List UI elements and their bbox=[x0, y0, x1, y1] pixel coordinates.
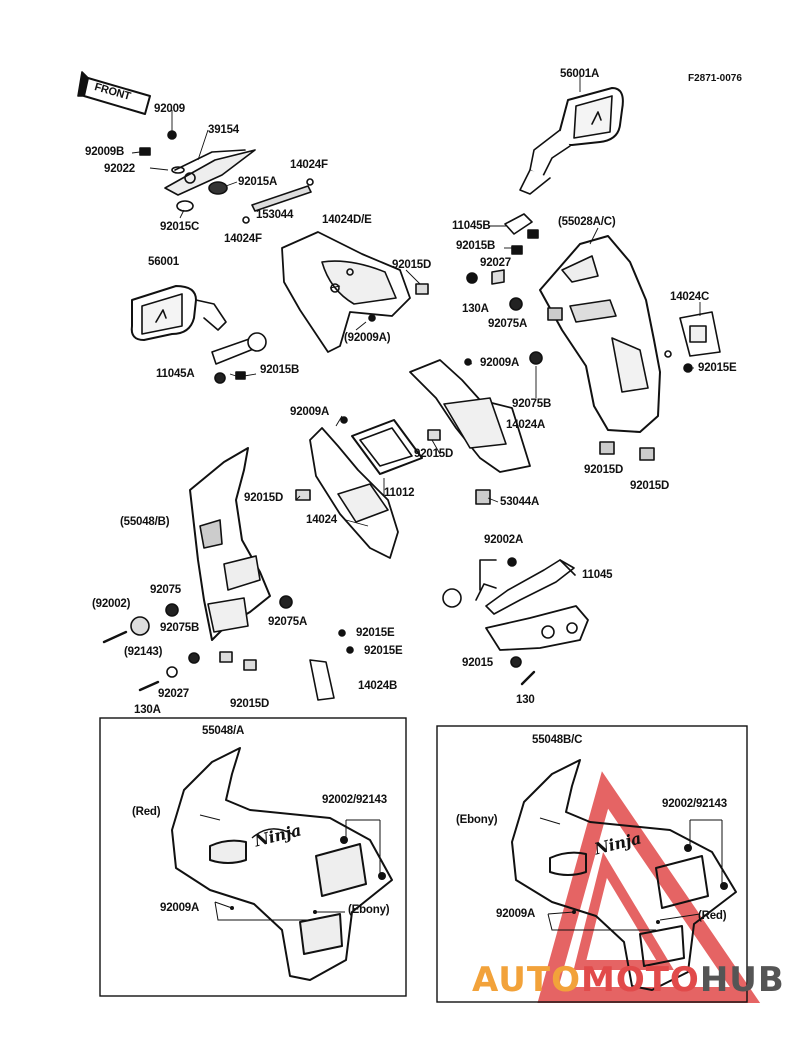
callout-92075: 92075 bbox=[150, 584, 181, 596]
callout-92015D: 92015D bbox=[392, 259, 432, 271]
callout-14024F-top: 14024F bbox=[290, 159, 328, 171]
callout-92015B-right: 92015B bbox=[456, 240, 496, 252]
callout-92027-left: 92027 bbox=[158, 688, 189, 700]
callout-92027-right: 92027 bbox=[480, 257, 511, 269]
callout-56001A: 56001A bbox=[560, 68, 600, 80]
callout-55028AC: (55028A/C) bbox=[558, 216, 616, 228]
callout-92009A-left-box: 92009A bbox=[160, 902, 200, 914]
diagram-code: F2871-0076 bbox=[688, 73, 742, 84]
callout-14024F-bottom: 14024F bbox=[224, 233, 262, 245]
detail-box-left bbox=[99, 717, 407, 997]
watermark-text: AUTOMOTOHUB bbox=[472, 960, 785, 1000]
callout-153044: 153044 bbox=[256, 209, 294, 221]
callout-14024: 14024 bbox=[306, 514, 337, 526]
callout-92015E-1: 92015E bbox=[356, 627, 395, 639]
callout-92002-92143-right: 92002/92143 bbox=[662, 798, 727, 810]
callout-92075A-right: 92075A bbox=[488, 318, 528, 330]
callout-red-left: (Red) bbox=[132, 806, 161, 818]
callout-red-right: (Red) bbox=[698, 910, 727, 922]
callout-92015D-mid: 92015D bbox=[414, 448, 454, 460]
callout-92015E-2: 92015E bbox=[364, 645, 403, 657]
callout-92009: 92009 bbox=[154, 103, 185, 115]
callout-39154: 39154 bbox=[208, 124, 239, 136]
callout-55048A: 55048/A bbox=[202, 725, 245, 737]
callout-14024B: 14024B bbox=[358, 680, 398, 692]
callout-130A-left: 130A bbox=[134, 704, 161, 716]
callout-ebony-right: (Ebony) bbox=[456, 814, 498, 826]
callout-92009B: 92009B bbox=[85, 146, 125, 158]
callout-55048B: (55048/B) bbox=[120, 516, 170, 528]
callout-92015D-r1: 92015D bbox=[584, 464, 624, 476]
fairing-55048A bbox=[171, 747, 393, 981]
callout-92015D-r2: 92015D bbox=[630, 480, 670, 492]
callout-14024A: 14024A bbox=[506, 419, 546, 431]
watermark-moto: MOTO bbox=[580, 960, 700, 1000]
callout-92143-paren: (92143) bbox=[124, 646, 163, 658]
watermark-auto: AUTO bbox=[472, 960, 581, 1000]
front-arrow-icon bbox=[77, 71, 151, 115]
callout-92015B-left: 92015B bbox=[260, 364, 300, 376]
callout-92009A-right-box: 92009A bbox=[496, 908, 536, 920]
callout-92015D-center: 92015D bbox=[244, 492, 284, 504]
callout-92009A-mid: 92009A bbox=[480, 357, 520, 369]
callout-92015E-right: 92015E bbox=[698, 362, 737, 374]
callout-55048BC: 55048B/C bbox=[532, 734, 583, 746]
callout-11012: 11012 bbox=[384, 487, 415, 499]
callout-92075B-mid: 92075B bbox=[512, 398, 552, 410]
callout-92015C: 92015C bbox=[160, 221, 200, 233]
callout-92075B-left: 92075B bbox=[160, 622, 200, 634]
callout-14024DE: 14024D/E bbox=[322, 214, 372, 226]
callout-ebony-left: (Ebony) bbox=[348, 904, 390, 916]
callout-130A-right: 130A bbox=[462, 303, 489, 315]
callout-92002-paren: (92002) bbox=[92, 598, 131, 610]
callout-92002A: 92002A bbox=[484, 534, 524, 546]
callout-130: 130 bbox=[516, 694, 535, 706]
callout-11045A: 11045A bbox=[156, 368, 195, 380]
detail-box-right bbox=[436, 725, 748, 1003]
fairing-55048BC bbox=[511, 759, 737, 991]
callout-92015D-left: 92015D bbox=[230, 698, 270, 710]
callout-53044A: 53044A bbox=[500, 496, 540, 508]
callout-92022: 92022 bbox=[104, 163, 135, 175]
callout-92002-92143-left: 92002/92143 bbox=[322, 794, 387, 806]
callout-11045: 11045 bbox=[582, 569, 613, 581]
callout-92009A-center: 92009A bbox=[290, 406, 330, 418]
callout-92015: 92015 bbox=[462, 657, 493, 669]
callout-92015A: 92015A bbox=[238, 176, 278, 188]
callout-14024C: 14024C bbox=[670, 291, 710, 303]
callout-92075A-left: 92075A bbox=[268, 616, 308, 628]
callout-56001: 56001 bbox=[148, 256, 179, 268]
callout-92009A-paren: (92009A) bbox=[344, 332, 391, 344]
callout-11045B: 11045B bbox=[452, 220, 491, 232]
watermark-hub: HUB bbox=[699, 960, 785, 1000]
